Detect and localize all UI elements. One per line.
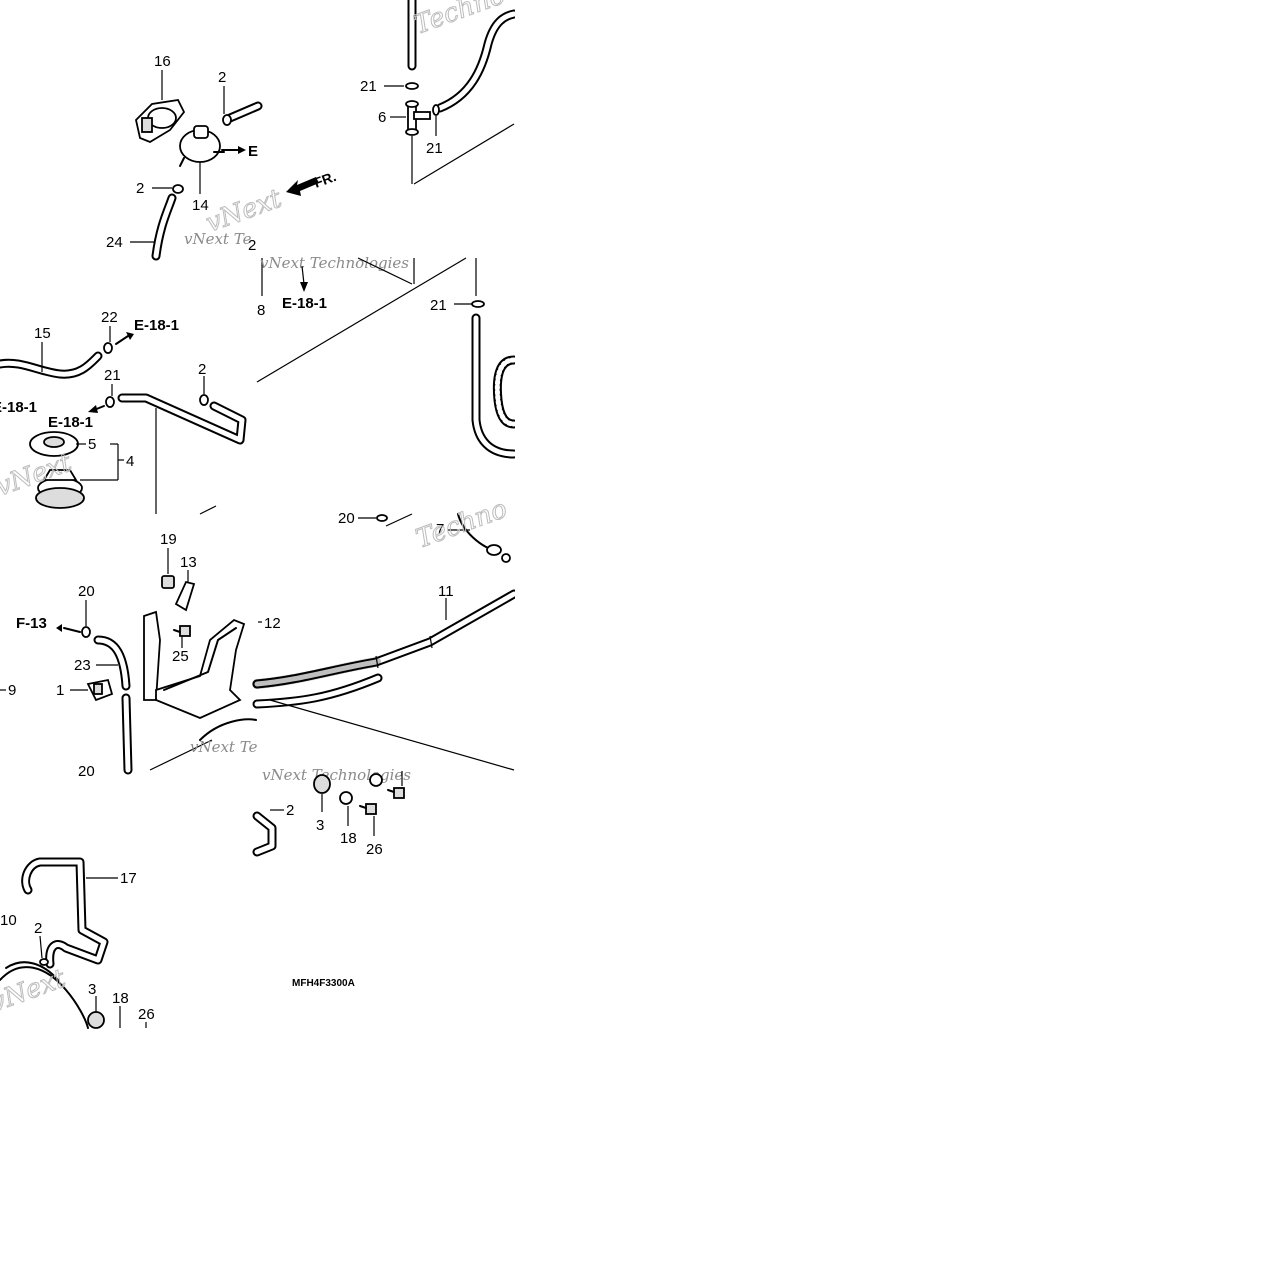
callout-1: 1	[56, 682, 64, 699]
callout-2-d: 2	[198, 361, 206, 378]
callout-2-e: 2	[34, 920, 42, 937]
callout-22: 22	[101, 309, 118, 326]
part-3-grommet-b	[313, 774, 331, 794]
part-16-bracket	[135, 99, 186, 144]
part-18-collar	[339, 773, 383, 805]
tile-h: vNext Technologies 2 3 18 26 MFH4F3300A	[252, 766, 411, 989]
callout-17: 17	[120, 870, 137, 887]
part-12-bracket	[143, 610, 246, 719]
callout-6: 6	[378, 109, 386, 126]
callout-14: 14	[192, 197, 209, 214]
tile-d: 8 vNext Technologies E-18-1 21	[256, 254, 519, 459]
callout-11: 11	[438, 583, 454, 600]
callout-4: 4	[126, 453, 134, 470]
part-1-clamp	[86, 678, 114, 702]
tile-g: 17 10 2 3 18 26 vNext	[0, 857, 155, 1029]
callout-7: 7	[436, 521, 444, 538]
part-4-filter	[35, 469, 85, 509]
callout-16: 16	[154, 53, 171, 70]
callout-8: 8	[257, 302, 265, 319]
callout-9: 9	[8, 682, 16, 699]
callout-12: 12	[264, 615, 281, 632]
callout-13: 13	[180, 554, 197, 571]
callout-25: 25	[172, 648, 189, 665]
part-3-grommet	[87, 1011, 105, 1029]
ref-e-cut: E	[248, 143, 258, 160]
blank-area-bottom	[0, 1030, 515, 1285]
tile-a: 16 14 E 2 2 24 vNext Te vNext	[106, 53, 287, 261]
part-13-plate	[174, 580, 196, 612]
callout-2-a: 2	[218, 69, 226, 86]
callout-24: 24	[106, 234, 123, 251]
front-arrow: FR.	[286, 168, 338, 196]
ref-e18-1-a: E-18-1	[134, 317, 179, 334]
ref-f13: F-13	[16, 615, 47, 632]
part-6-joint	[405, 100, 431, 136]
ref-e18-1-b: E-18-1	[48, 414, 93, 431]
part-19-nut	[161, 575, 175, 589]
watermark-a: vNext Te	[184, 230, 252, 248]
callout-23: 23	[74, 657, 91, 674]
callout-10: 10	[0, 912, 17, 929]
callout-2-c: 2	[248, 237, 256, 254]
callout-26-a: 26	[138, 1006, 155, 1023]
callout-20-a: 20	[338, 510, 355, 527]
corrugated-hose	[492, 355, 519, 429]
callout-2-f: 2	[286, 802, 294, 819]
callout-19: 19	[160, 531, 177, 548]
callout-5: 5	[88, 436, 96, 453]
callout-3-a: 3	[88, 981, 96, 998]
callout-21-c: 21	[104, 367, 121, 384]
callout-15: 15	[34, 325, 51, 342]
diagram-code: MFH4F3300A	[292, 978, 355, 989]
callout-18-a: 18	[112, 990, 129, 1007]
callout-21-b: 21	[426, 140, 443, 157]
front-label: FR.	[312, 168, 339, 191]
tile-b: FR. 21 6 21 Techno	[286, 0, 519, 196]
watermark-e: vNext Te	[190, 738, 258, 756]
callout-20-c: 20	[78, 763, 95, 780]
callout-18-b: 18	[340, 830, 357, 847]
blank-area-right	[515, 0, 1285, 1285]
callout-2-b: 2	[136, 180, 144, 197]
part-25-bolt	[173, 625, 191, 637]
callout-21-d: 21	[430, 297, 447, 314]
callout-3-b: 3	[316, 817, 324, 834]
part-26-bolt	[359, 787, 405, 815]
part-14-valve	[179, 125, 225, 167]
ref-e18-1-d: E-18-1	[282, 295, 327, 312]
watermark-h: vNext Technologies	[262, 766, 411, 784]
callout-21-a: 21	[360, 78, 377, 95]
tile-f: 11	[252, 583, 519, 771]
callout-26-b: 26	[366, 841, 383, 858]
ref-e18-1-c: E-18-1	[0, 399, 37, 416]
tile-c: 2 15 22 E-18-1 21 E-18-1 E-18-1 2	[0, 237, 256, 515]
watermark-d: vNext Technologies	[260, 254, 409, 272]
callout-20-b: 20	[78, 583, 95, 600]
